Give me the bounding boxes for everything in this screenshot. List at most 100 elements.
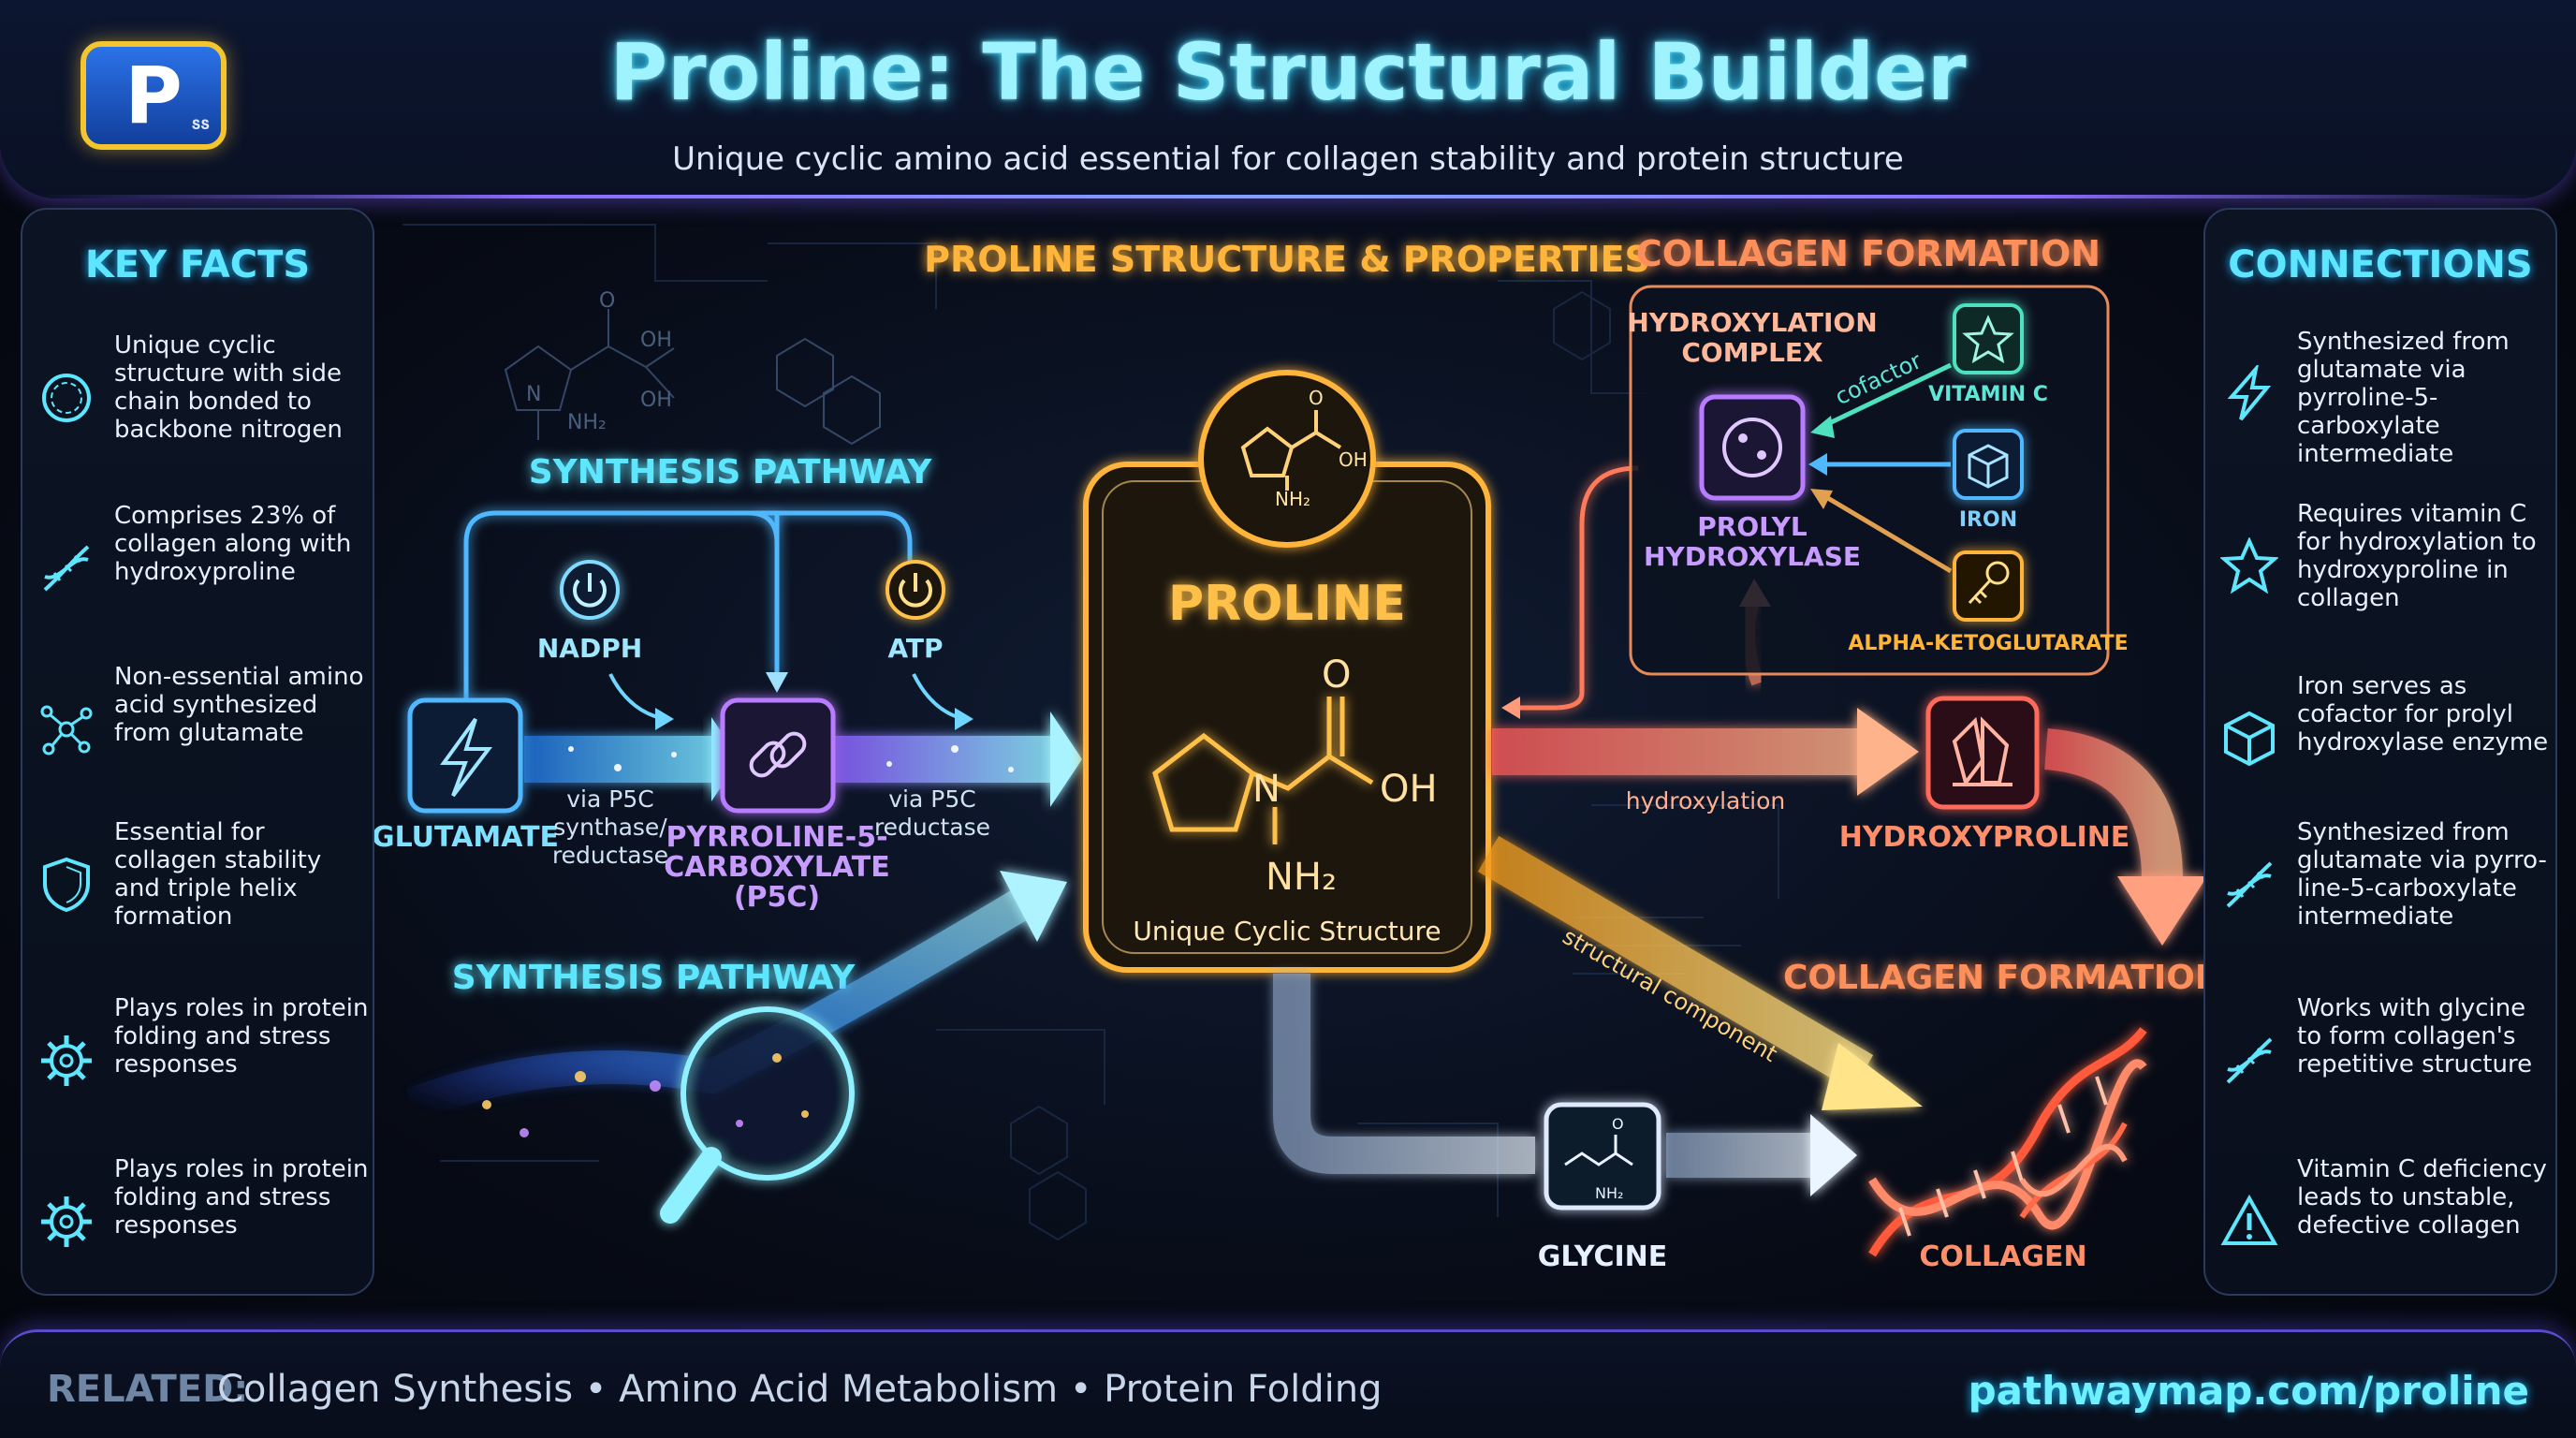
structural-arrow — [1477, 836, 1874, 1091]
page-title: Proline: The Structural Builder — [609, 26, 1967, 118]
fact-item: Non-essential amino acid synthesized fro… — [22, 663, 373, 813]
network-icon — [40, 705, 93, 756]
hydroxylation-label: hydroxylation — [1626, 787, 1786, 814]
akg-label: ALPHA-KETOGLUTARATE — [1848, 632, 2128, 655]
power-icon — [886, 560, 945, 620]
step2-line2: reductase — [874, 814, 990, 841]
proline-nh2: NH₂ — [1266, 856, 1337, 899]
proline-label: PROLINE — [1168, 576, 1406, 632]
faint-nh2: NH₂ — [567, 411, 607, 434]
step2-line1: via P5C — [888, 785, 975, 813]
star-icon — [1953, 303, 2024, 374]
site-url-link[interactable]: pathwaymap.com/proline — [1968, 1368, 2529, 1414]
connection-text: Synthesized from glutamate via pyrroline… — [2297, 328, 2510, 468]
faint-o: O — [599, 289, 615, 313]
connection-text: Vitamin C deficiency leads to unstable, … — [2297, 1155, 2547, 1240]
glycine-to-collagen-arrow — [1666, 1133, 1816, 1178]
glycine-label: GLYCINE — [1538, 1240, 1668, 1273]
fact-text: Plays roles in protein folding and stres… — [114, 994, 369, 1078]
complex-to-proline-arrow — [1516, 465, 1639, 711]
key-facts-panel: KEY FACTS Unique cyclic structure with s… — [21, 208, 374, 1296]
logo-letter: P — [124, 50, 183, 141]
gear-icon — [41, 1196, 92, 1247]
fact-item: Unique cyclic structure with side chain … — [22, 331, 373, 481]
proline-n: N — [1252, 768, 1281, 811]
fact-text: Non-essential amino acid synthesized fro… — [114, 663, 364, 747]
glycine-icon-nh2: NH₂ — [1595, 1184, 1623, 1202]
to-collagen-arrow — [2043, 728, 2183, 881]
power-icon — [560, 560, 620, 620]
hydroxylation-arrow — [1492, 728, 1866, 775]
enzyme-line1: PROLYL — [1697, 511, 1808, 542]
connections-panel: CONNECTIONS Synthesized from glutamate v… — [2203, 208, 2557, 1296]
p5c-line3: (P5C) — [734, 881, 820, 914]
iron-label: IRON — [1959, 508, 2017, 532]
complex-line2: COMPLEX — [1681, 337, 1823, 368]
proline-structure — [1152, 697, 1374, 844]
dna-icon — [2226, 1037, 2273, 1084]
glutamate-label: GLUTAMATE — [372, 821, 559, 854]
enzyme-line2: HYDROXYLASE — [1644, 541, 1861, 572]
collagen-label: COLLAGEN — [1919, 1240, 2086, 1273]
fact-text: Unique cyclic structure with side chain … — [114, 331, 343, 444]
faint-molecule — [504, 309, 881, 446]
warning-icon — [2220, 1194, 2278, 1245]
faint-oh2: OH — [640, 389, 672, 412]
core-icon-o: O — [1309, 387, 1324, 409]
step1-line1: via P5C — [566, 785, 653, 813]
complex-line1: HYDROXYLATION — [1627, 307, 1877, 338]
dna-icon — [43, 545, 90, 592]
connection-item: Synthesized from glutamate via pyrroline… — [2205, 328, 2555, 477]
connection-item: Works with glycine to form collagen's re… — [2205, 994, 2555, 1144]
related-links[interactable]: Collagen Synthesis • Amino Acid Metaboli… — [217, 1368, 1383, 1411]
synthesis-arrow-1 — [524, 736, 721, 783]
collagen-title-right: COLLAGEN FORMATION — [1783, 959, 2223, 997]
proline-subtitle: Unique Cyclic Structure — [1133, 916, 1441, 946]
synthesis-loop — [463, 510, 913, 700]
magnifier-icon — [660, 1006, 855, 1224]
structure-title: PROLINE STRUCTURE & PROPERTIES — [924, 239, 1650, 280]
faint-oh1: OH — [640, 329, 672, 352]
shield-icon — [43, 857, 90, 913]
hydroxyproline-label: HYDROXYPROLINE — [1839, 821, 2130, 854]
star-icon — [2220, 537, 2278, 594]
connections-title: CONNECTIONS — [2228, 243, 2533, 286]
connection-item: Vitamin C deficiency leads to unstable, … — [2205, 1155, 2555, 1305]
connection-text: Iron serves as cofactor for prolyl hydro… — [2297, 672, 2549, 756]
fact-text: Comprises 23% of collagen along with hyd… — [114, 502, 352, 586]
to-glycine-arrow — [1273, 974, 1535, 1174]
page-subtitle: Unique cyclic amino acid essential for c… — [672, 140, 1904, 178]
cube-icon — [1953, 429, 2024, 500]
molecule-icon — [1198, 370, 1376, 548]
proline-oh: OH — [1380, 768, 1438, 811]
proline-o: O — [1322, 653, 1351, 697]
ring-icon — [42, 374, 91, 422]
lightning-icon — [407, 697, 523, 814]
atp-label: ATP — [887, 633, 943, 664]
fact-item: Plays roles in protein folding and stres… — [22, 994, 373, 1144]
dna-helix-icon — [1868, 1027, 2147, 1257]
connection-item: Requires vitamin C for hydroxylation to … — [2205, 500, 2555, 650]
connection-item: Synthesized from glutamate via pyrro-lin… — [2205, 818, 2555, 968]
dna-icon — [2226, 861, 2273, 908]
glycine-icon-o: O — [1612, 1115, 1624, 1133]
faint-n: N — [526, 383, 541, 406]
connection-text: Works with glycine to form collagen's re… — [2297, 994, 2533, 1078]
loop-arrowhead — [766, 672, 788, 693]
core-icon-nh2: NH₂ — [1275, 488, 1310, 510]
footer: RELATED: Collagen Synthesis • Amino Acid… — [0, 1329, 2576, 1438]
key-icon — [1953, 550, 2024, 622]
step1-line3: reductase — [552, 842, 668, 869]
core-icon-oh: OH — [1339, 448, 1368, 471]
synthesis-title-top: SYNTHESIS PATHWAY — [529, 453, 933, 492]
synthesis-title-bottom: SYNTHESIS PATHWAY — [452, 959, 856, 997]
gear-icon — [41, 1035, 92, 1086]
step1-line2: synthase/ — [553, 814, 667, 841]
key-facts-title: KEY FACTS — [84, 243, 311, 286]
lightning-icon — [2227, 365, 2272, 421]
fact-item: Comprises 23% of collagen along with hyd… — [22, 502, 373, 652]
synthesis-arrow-2 — [833, 736, 1058, 783]
